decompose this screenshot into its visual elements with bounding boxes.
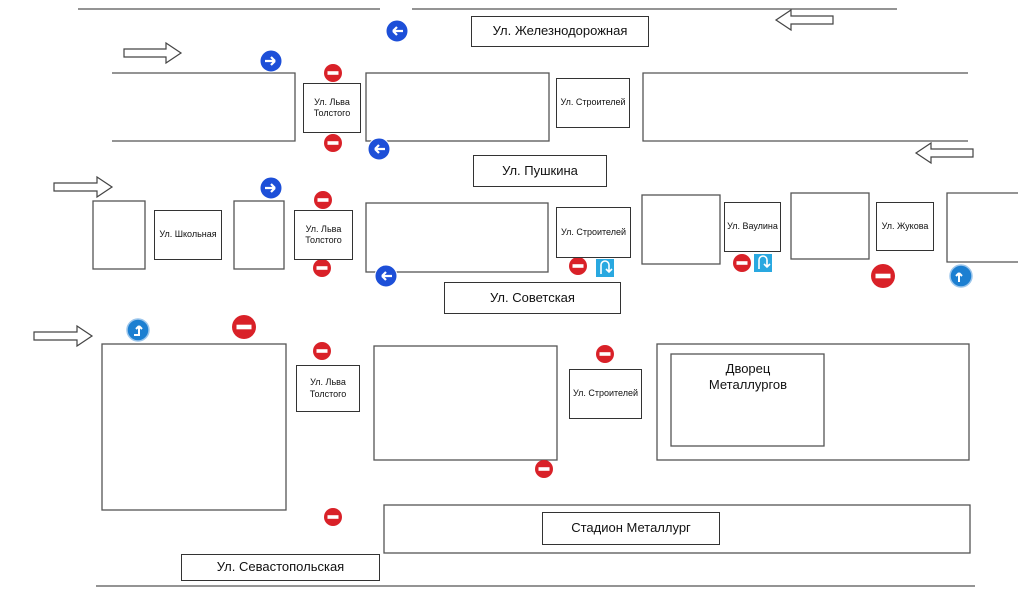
block (112, 72, 296, 142)
cross-label-lva-tolstogo: Ул. Льва Толстого (294, 210, 353, 260)
cross-label-lva-tolstogo: Ул. Льва Толстого (303, 83, 361, 133)
u-turn-signs (596, 254, 772, 277)
cross-label-vaulina: Ул. Ваулина (724, 202, 781, 252)
u-turn-sign-icon (596, 259, 614, 277)
u-turn-sign-icon (754, 254, 772, 272)
one-way-right-sign-icon (259, 49, 283, 73)
street-label-sovetskaya: Ул. Советская (444, 282, 621, 314)
no-entry-sign-icon (324, 134, 342, 152)
no-entry-sign-icon (871, 264, 895, 288)
cross-label-zhukova: Ул. Жукова (876, 202, 934, 251)
block (790, 192, 870, 260)
block (642, 72, 968, 142)
block (365, 72, 550, 142)
no-entry-sign-icon (313, 342, 331, 360)
turn-signs (126, 264, 973, 342)
block (365, 202, 549, 273)
street-label-pushkina: Ул. Пушкина (473, 155, 607, 187)
street-label-zheleznodorozhnaya: Ул. Железнодорожная (471, 16, 649, 47)
cross-label-stroiteley: Ул. Строителей (556, 207, 631, 258)
no-entry-sign-icon (569, 257, 587, 275)
no-entry-sign-icon (535, 460, 553, 478)
street-label-sevastopolskaya: Ул. Севастопольская (181, 554, 380, 581)
block (101, 343, 287, 511)
one-way-right-sign-icon (259, 176, 283, 200)
no-entry-sign-icon (596, 345, 614, 363)
block (946, 192, 1018, 263)
traffic-direction-arrow-icon (33, 324, 94, 348)
cross-label-shkolnaya: Ул. Школьная (154, 210, 222, 260)
cross-label-lva-tolstogo: Ул. Льва Толстого (296, 365, 360, 412)
no-entry-sign-icon (324, 508, 342, 526)
no-entry-sign-icon (314, 191, 332, 209)
one-way-signs (259, 19, 409, 288)
one-way-left-sign-icon (374, 264, 398, 288)
cross-label-stroiteley: Ул. Строителей (569, 369, 642, 419)
traffic-direction-arrow-icon (774, 8, 834, 32)
no-entry-sign-icon (324, 64, 342, 82)
block (233, 200, 285, 270)
traffic-direction-arrow-icon (53, 175, 114, 199)
one-way-left-sign-icon (385, 19, 409, 43)
no-entry-sign-icon (313, 259, 331, 277)
turn-right-sign-icon (126, 318, 150, 342)
no-entry-sign-icon (232, 315, 256, 339)
turn-right-sign-icon (949, 264, 973, 288)
landmark-stadium: Стадион Металлург (542, 512, 720, 545)
road-edges (78, 8, 975, 587)
traffic-direction-arrow-icon (914, 141, 974, 165)
direction-arrows (33, 8, 974, 348)
no-entry-signs (232, 64, 895, 526)
block (641, 194, 721, 265)
landmark-palace: Дворец Металлургов (708, 360, 788, 392)
traffic-direction-arrow-icon (123, 41, 183, 65)
cross-label-stroiteley: Ул. Строителей (556, 78, 630, 128)
city-blocks (92, 72, 1018, 554)
no-entry-sign-icon (733, 254, 751, 272)
block (373, 345, 558, 461)
one-way-left-sign-icon (367, 137, 391, 161)
palace-frame (670, 353, 825, 447)
block (92, 200, 146, 270)
